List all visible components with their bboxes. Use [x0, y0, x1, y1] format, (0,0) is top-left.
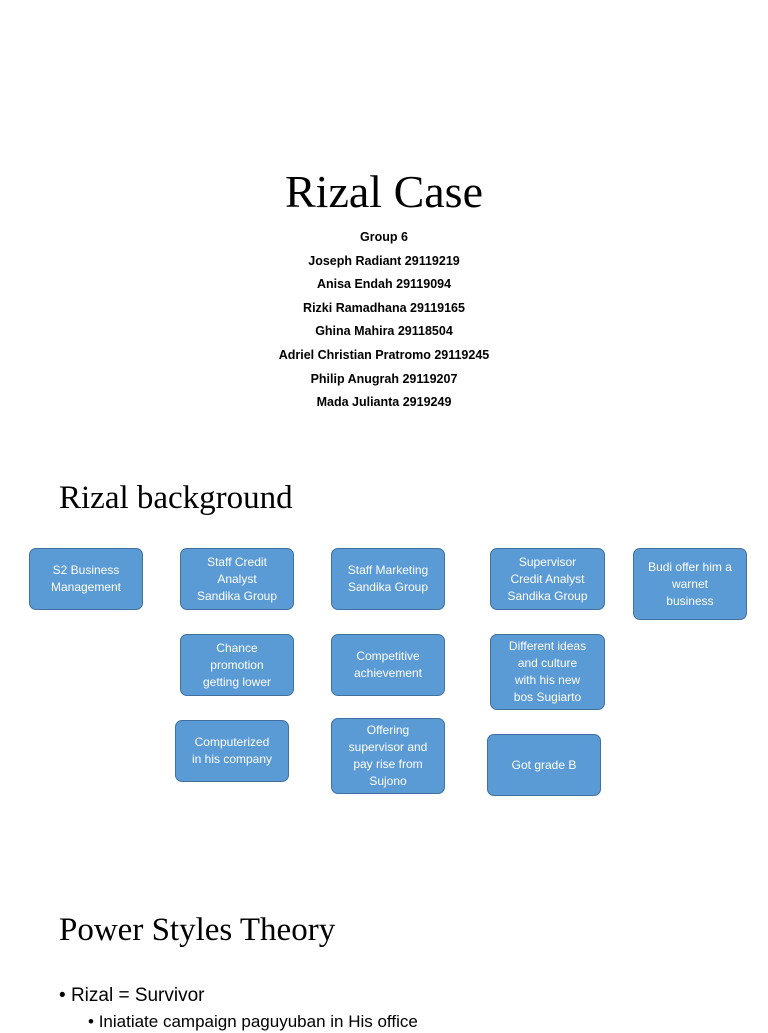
section-heading-background: Rizal background [59, 480, 293, 516]
member-name: Joseph Radiant 29119219 [308, 253, 460, 268]
member-name: Philip Anugrah 29119207 [310, 371, 458, 386]
background-box-competitive: Competitive achievement [331, 634, 445, 696]
background-box-staff-credit: Staff Credit Analyst Sandika Group [180, 548, 294, 610]
page-title: Rizal Case [285, 166, 483, 217]
sub-bullet-text: Iniatiate campaign paguyuban in His offi… [98, 1012, 418, 1031]
member-name: Mada Julianta 2919249 [316, 395, 452, 410]
background-box-promotion: Chance promotion getting lower [180, 634, 294, 696]
member-name: Anisa Endah 29119094 [316, 277, 452, 292]
member-name: Ghina Mahira 29118504 [315, 324, 453, 339]
bullet-text: Rizal = Survivor [70, 985, 205, 1006]
member-name: Adriel Christian Pratromo 29119245 [278, 347, 490, 362]
section-heading-power-styles: Power Styles Theory [59, 912, 336, 948]
background-box-different-ideas: Different ideas and culture with his new… [490, 634, 605, 710]
background-box-computerized: Computerized in his company [175, 720, 289, 782]
bullet-dot-icon: • [59, 985, 71, 1006]
group-members-list: Group 6 Joseph Radiant 29119219 Anisa En… [0, 227, 768, 416]
member-name: Rizki Ramadhana 29119165 [303, 300, 465, 315]
sub-bullet-item: • Iniatiate campaign paguyuban in His of… [88, 1011, 418, 1033]
bullet-item: • Rizal = Survivor [59, 984, 205, 1008]
background-box-warnet-offer: Budi offer him a warnet business [633, 548, 747, 620]
group-label: Group 6 [360, 230, 408, 244]
bullet-dot-icon: • [88, 1012, 99, 1031]
background-box-education: S2 Business Management [29, 548, 143, 610]
background-box-offering-supervisor: Offering supervisor and pay rise from Su… [331, 718, 445, 794]
background-box-grade: Got grade B [487, 734, 601, 796]
background-box-supervisor: Supervisor Credit Analyst Sandika Group [490, 548, 605, 610]
background-box-staff-marketing: Staff Marketing Sandika Group [331, 548, 445, 610]
